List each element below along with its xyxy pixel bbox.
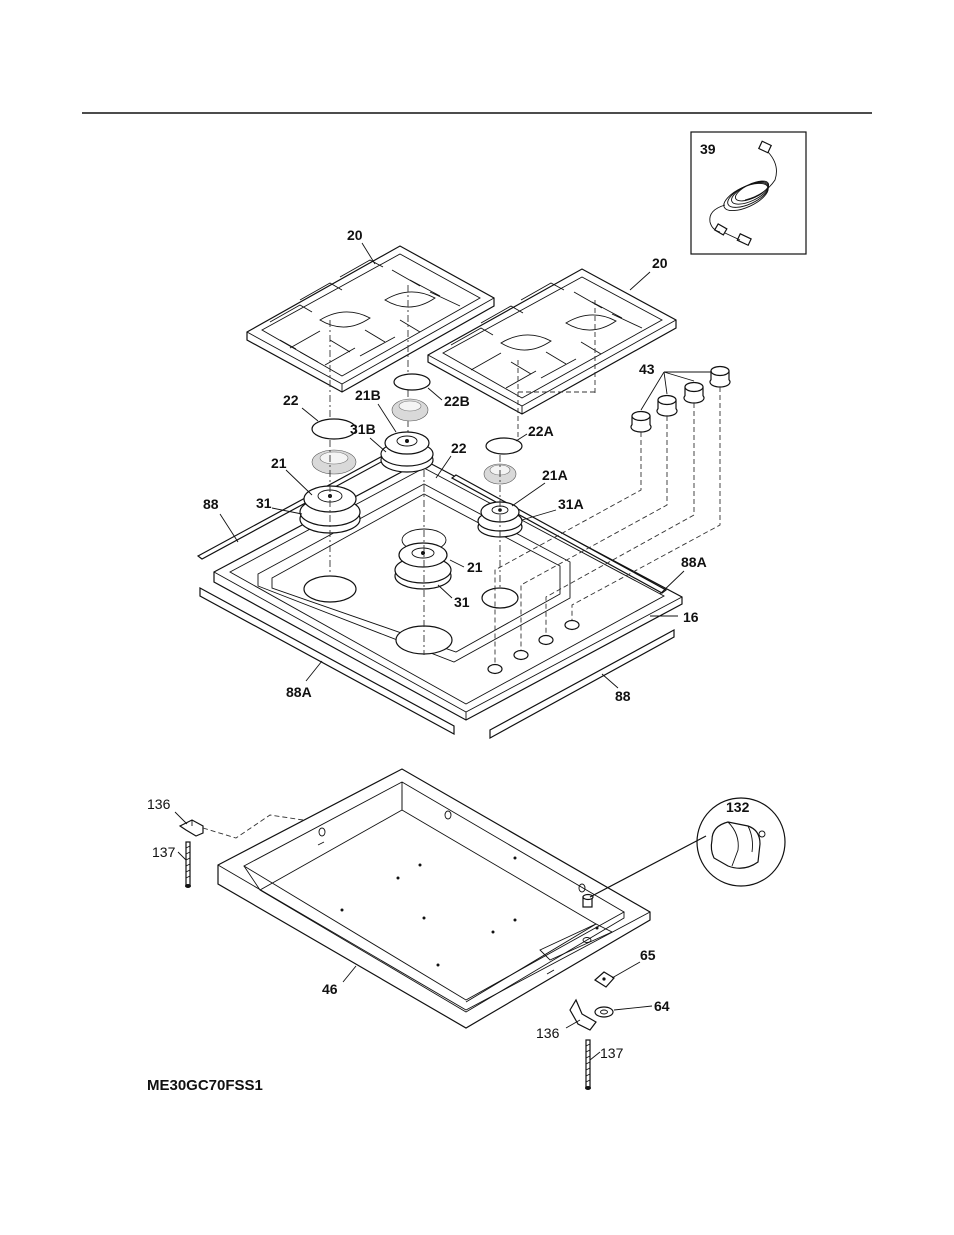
label-21-left: 21	[271, 455, 287, 471]
control-knobs	[494, 365, 731, 664]
label-22b: 22B	[444, 393, 470, 409]
igniter-switch	[582, 835, 707, 908]
grommet-64	[594, 1006, 614, 1018]
burner-cap-22-left	[311, 418, 357, 440]
label-88-bottom: 88	[615, 688, 631, 704]
model-number: ME30GC70FSS1	[147, 1077, 263, 1094]
screw-137-bottom	[585, 1039, 591, 1090]
bottom-leader-lines	[174, 811, 653, 1061]
label-31b: 31B	[350, 421, 376, 437]
label-21b: 21B	[355, 387, 381, 403]
label-46: 46	[322, 981, 338, 997]
label-65: 65	[640, 947, 656, 963]
label-88a-left: 88A	[286, 684, 312, 700]
label-31-left: 31	[256, 495, 272, 511]
screw-137-top	[185, 841, 191, 888]
burner-crown-left	[311, 449, 357, 475]
trim-88-bottom-right	[489, 628, 675, 740]
label-39: 39	[700, 141, 716, 157]
knob-3	[683, 381, 705, 404]
spark-module-icon	[710, 821, 766, 869]
top-leader-lines	[219, 242, 685, 689]
label-136-bottom: 136	[536, 1025, 560, 1041]
label-64: 64	[654, 998, 670, 1014]
trim-88a-left-bottom	[199, 586, 455, 736]
label-16: 16	[683, 609, 699, 625]
label-22-left: 22	[283, 392, 299, 408]
label-22a: 22A	[528, 423, 554, 439]
grate-dashed-guides	[329, 285, 596, 440]
label-31-centre: 31	[454, 594, 470, 610]
label-88a-right: 88A	[681, 554, 707, 570]
bracket-dashed-guide	[202, 814, 304, 839]
burner-dashed-guides	[329, 440, 501, 655]
bracket-136-bottom	[569, 998, 597, 1031]
label-31a: 31A	[558, 496, 584, 512]
power-cord-inset: 39	[690, 131, 807, 255]
burner-base-21-centre	[394, 542, 452, 590]
igniter-callout: 132	[696, 797, 786, 887]
burner-cap-22b	[393, 373, 431, 391]
burner-crown-22b	[391, 398, 429, 422]
power-cord-icon	[709, 140, 777, 247]
knob-4	[709, 365, 731, 388]
burner-box-pan	[217, 768, 651, 1029]
label-21a: 21A	[542, 467, 568, 483]
label-20-left: 20	[347, 227, 363, 243]
label-43: 43	[639, 361, 655, 377]
left-grate	[246, 245, 495, 393]
label-137-top: 137	[152, 844, 176, 860]
burner-base-21b	[380, 431, 434, 473]
label-132: 132	[726, 799, 750, 815]
right-grate	[427, 268, 677, 415]
label-21-centre: 21	[467, 559, 483, 575]
label-88-left: 88	[203, 496, 219, 512]
burner-cap-22a	[485, 437, 523, 455]
knob-1	[630, 410, 652, 433]
cooktop-main-top	[213, 459, 683, 721]
bracket-136-top	[178, 819, 204, 837]
label-22-centre: 22	[451, 440, 467, 456]
plate-65	[594, 971, 615, 988]
label-137-bottom: 137	[600, 1045, 624, 1061]
label-20-right: 20	[652, 255, 668, 271]
label-136-top: 136	[147, 796, 171, 812]
knob-2	[656, 394, 678, 417]
